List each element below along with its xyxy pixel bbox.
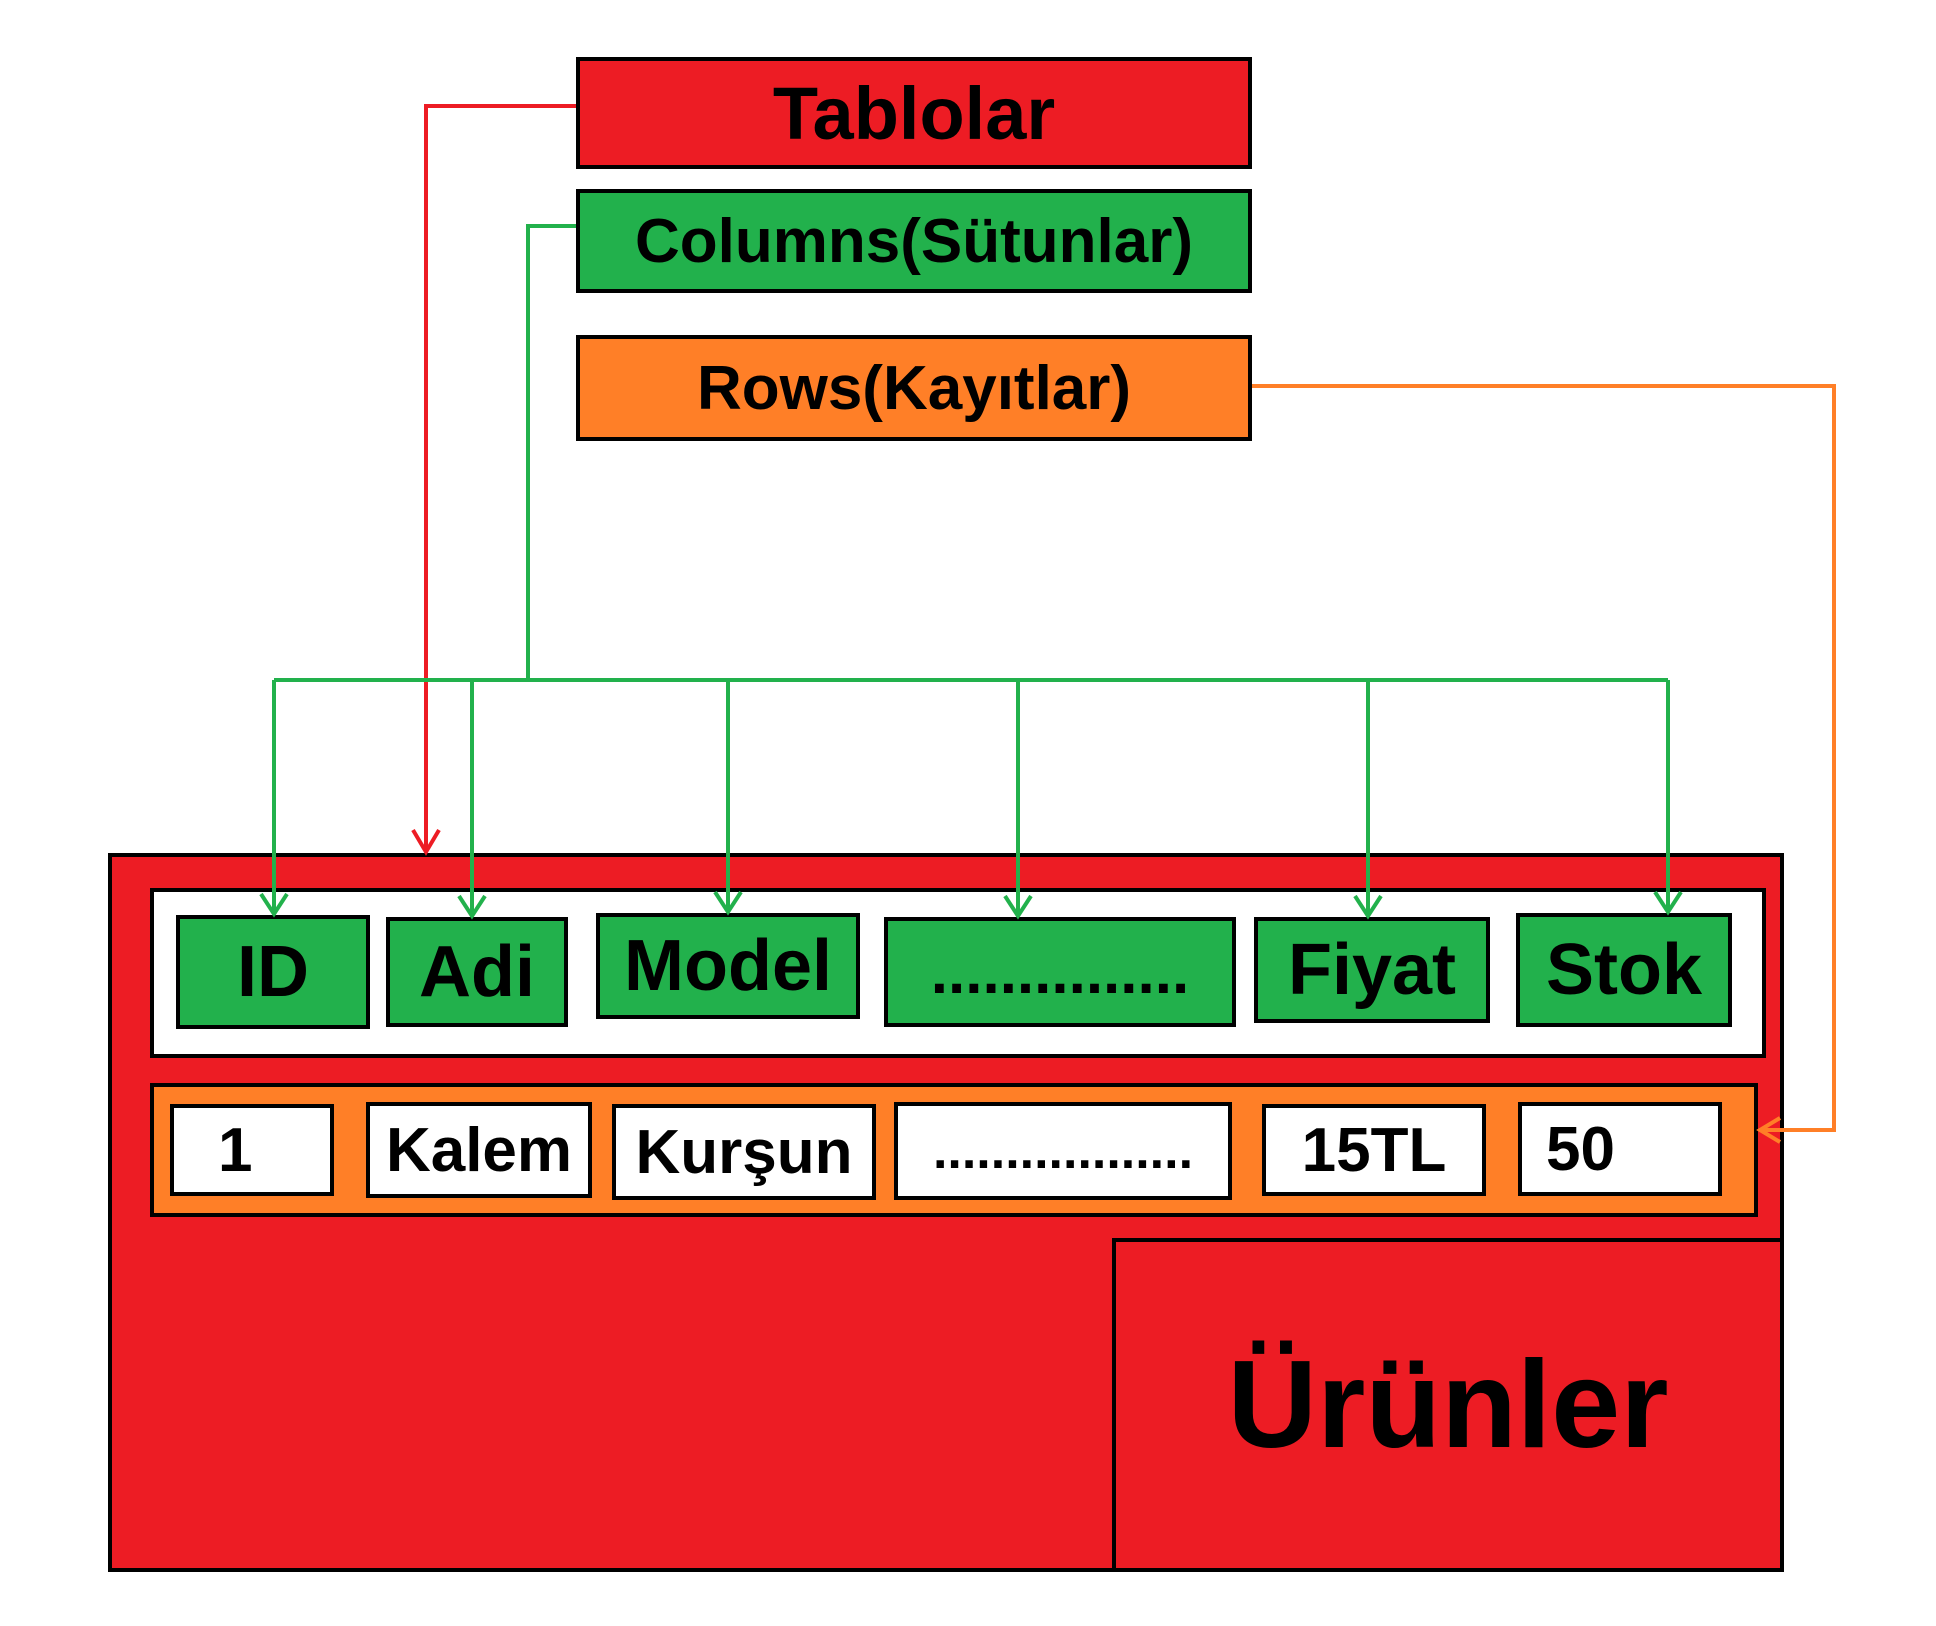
column-cell-fiyat: Fiyat bbox=[1254, 917, 1490, 1023]
column-label: Stok bbox=[1545, 930, 1703, 1010]
legend-columns-box: Columns(Sütunlar) bbox=[576, 189, 1252, 293]
column-label: Adi bbox=[419, 932, 535, 1012]
row-cell-stok: 50 bbox=[1518, 1102, 1722, 1196]
row-cell-model: Kurşun bbox=[612, 1104, 876, 1200]
column-cell-ellipsis: ............... bbox=[884, 917, 1236, 1027]
row-value: 1 bbox=[218, 1115, 253, 1185]
column-label: Model bbox=[624, 926, 832, 1006]
legend-rows-label: Rows(Kayıtlar) bbox=[696, 353, 1132, 423]
column-label: ID bbox=[237, 932, 309, 1012]
legend-tables-box: Tablolar bbox=[576, 57, 1252, 169]
row-value: .................. bbox=[932, 1122, 1194, 1180]
row-value: Kurşun bbox=[635, 1117, 853, 1187]
row-cell-adi: Kalem bbox=[366, 1102, 592, 1198]
table-name-box: Ürünler bbox=[1112, 1238, 1784, 1572]
tables-connector bbox=[424, 104, 576, 852]
legend-tables-label: Tablolar bbox=[772, 71, 1056, 155]
row-value: 15TL bbox=[1301, 1115, 1447, 1185]
columns-connector bbox=[526, 224, 576, 680]
row-cell-ellipsis: .................. bbox=[894, 1102, 1232, 1200]
tables-arrowhead bbox=[411, 828, 441, 856]
row-cell-id: 1 bbox=[170, 1104, 334, 1196]
column-label: ............... bbox=[930, 937, 1190, 1007]
column-cell-model: Model bbox=[596, 913, 860, 1019]
legend-columns-label: Columns(Sütunlar) bbox=[635, 206, 1193, 276]
row-value: 50 bbox=[1546, 1114, 1615, 1184]
column-cell-stok: Stok bbox=[1516, 913, 1732, 1027]
column-cell-adi: Adi bbox=[386, 917, 568, 1027]
table-name-label: Ürünler bbox=[1227, 1336, 1669, 1474]
row-value: Kalem bbox=[385, 1115, 573, 1185]
row-cell-fiyat: 15TL bbox=[1262, 1104, 1486, 1196]
column-label: Fiyat bbox=[1287, 930, 1457, 1010]
legend-rows-box: Rows(Kayıtlar) bbox=[576, 335, 1252, 441]
column-cell-id: ID bbox=[176, 915, 370, 1029]
